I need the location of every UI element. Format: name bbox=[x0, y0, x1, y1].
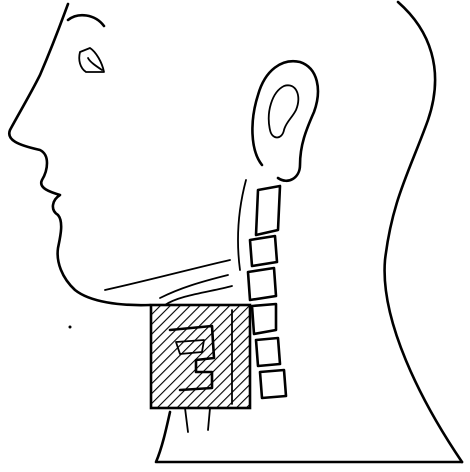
vertebra-c4 bbox=[252, 304, 276, 334]
speck-mark bbox=[69, 326, 72, 329]
hyoid-line bbox=[165, 286, 232, 305]
hatched-field bbox=[151, 305, 250, 408]
ear bbox=[252, 61, 318, 181]
anterior-spine-line bbox=[238, 180, 246, 270]
neck-back bbox=[385, 2, 462, 462]
ear-inner bbox=[269, 85, 299, 137]
trachea-line-right bbox=[208, 408, 210, 430]
trachea-line-left bbox=[185, 408, 188, 432]
vertebra-c5 bbox=[256, 338, 280, 366]
vertebra-c3 bbox=[248, 268, 276, 300]
vertebra-c6 bbox=[260, 370, 286, 398]
face-profile bbox=[9, 4, 150, 305]
vertebra-c1 bbox=[256, 186, 280, 235]
neck-front bbox=[156, 412, 462, 462]
jaw-line bbox=[105, 260, 230, 290]
eye-brow bbox=[68, 15, 104, 26]
vertebra-c2 bbox=[250, 236, 277, 266]
